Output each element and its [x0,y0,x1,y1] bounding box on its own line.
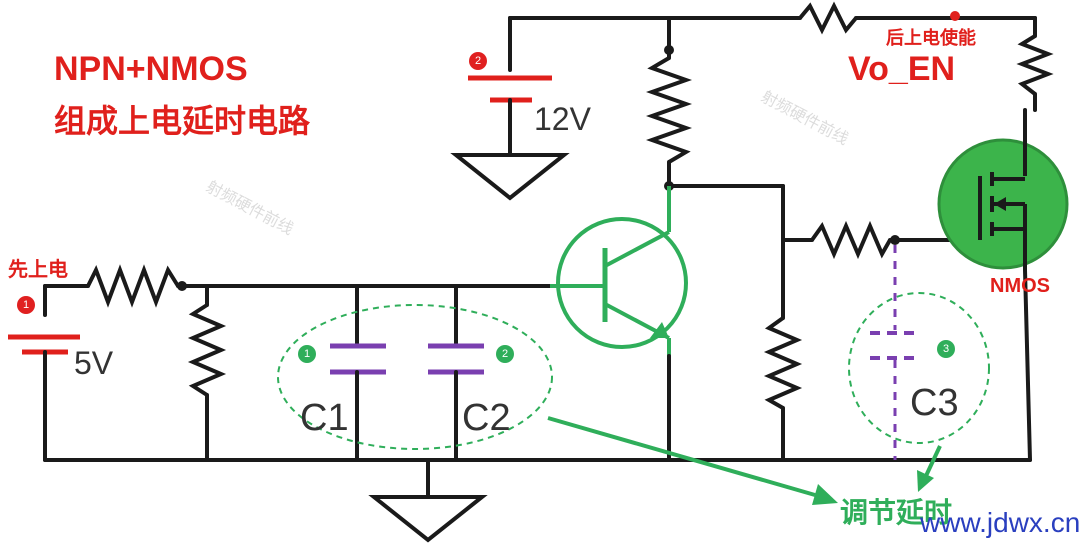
badge-cap-2-text: 2 [502,348,508,360]
badge-source-1-text: 1 [23,299,29,311]
highlight-c1-c2 [277,304,553,450]
ground-symbol-12v [450,153,570,201]
watermark-2: 射频硬件前线 [758,87,852,149]
capacitor-c1 [330,284,386,462]
site-watermark: www.jdwx.cn [919,507,1080,538]
label-5v: 5V [74,345,114,381]
resistor-gate [810,220,892,260]
ground-symbol-main [368,495,488,543]
resistor-top [798,1,858,35]
npn-transistor [550,186,688,356]
label-c3: C3 [910,382,959,424]
resistor-gate-pulldown [763,316,803,410]
arrow-line-c1-c2 [547,416,816,497]
label-adjust-delay: 调节延时 [840,496,952,529]
nmos-transistor [937,110,1069,270]
arrow-line-c3 [923,445,942,479]
resistor-collector [645,56,693,164]
badge-cap-1 [298,345,316,363]
title-line-2: 组成上电延时电路 [54,103,311,139]
resistor-input [86,264,180,308]
badge-source-1 [17,296,35,314]
source-5v [8,284,90,462]
badge-cap-3-text: 3 [943,343,949,355]
title-line-1: NPN+NMOS [54,50,248,88]
arrow-head-c1-c2 [812,484,838,505]
arrow-head-c3 [917,470,934,492]
badge-source-2 [469,52,487,70]
enable-point [950,11,960,21]
badge-cap-3 [937,340,955,358]
watermark-1: 射频硬件前线 [203,177,297,239]
highlight-c3 [848,292,990,444]
label-c2: C2 [462,397,511,439]
label-nmos: NMOS [990,275,1050,297]
capacitor-c3 [870,245,920,460]
label-12v: 12V [534,101,592,137]
label-c1: C1 [300,397,349,439]
badge-source-2-text: 2 [475,55,481,67]
resistor-drain [1016,34,1054,96]
resistor-pulldown [187,303,227,397]
source-12v [450,16,570,201]
label-first-power: 先上电 [8,257,68,281]
label-later-power: 后上电使能 [886,27,976,48]
badge-cap-2 [496,345,514,363]
label-vo-en: Vo_EN [848,50,955,88]
badge-cap-1-text: 1 [304,348,310,360]
